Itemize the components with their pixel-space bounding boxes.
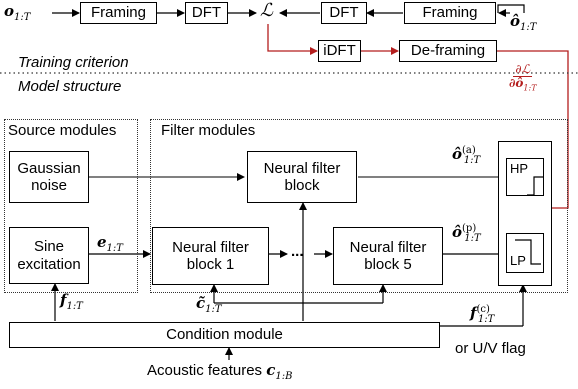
loss-symbol: ℒ xyxy=(260,0,273,21)
neural-filter-block-5: Neural filter block 5 xyxy=(333,227,443,285)
uv-flag-label: or U/V flag xyxy=(455,340,526,357)
block-ellipsis: ... xyxy=(291,243,304,260)
c-tilde-signal-label: c̃1:T xyxy=(196,294,222,315)
filter-modules-group xyxy=(150,119,568,293)
source-modules-title: Source modules xyxy=(8,122,117,139)
source-modules-group xyxy=(4,119,138,293)
condition-module-box: Condition module xyxy=(9,322,440,348)
model-structure-label: Model structure xyxy=(18,78,122,95)
lp-response-icon xyxy=(515,239,541,265)
hp-response-icon xyxy=(527,176,543,196)
e-signal-label: e1:T xyxy=(97,233,123,254)
filter-modules-title: Filter modules xyxy=(161,122,256,139)
oa-signal-label: ô(a)1:T xyxy=(452,145,481,166)
gradient-loss-to-idft xyxy=(267,24,318,55)
sine-excitation-box: Sine excitation xyxy=(9,227,89,284)
framing-right-box: Framing xyxy=(404,2,496,24)
acoustic-features-label: Acoustic features c1:B xyxy=(147,361,293,382)
input-signal-label: o1:T xyxy=(4,2,31,23)
output-signal-label: ô1:T xyxy=(510,12,537,33)
neural-filter-block: Neural filter block xyxy=(247,151,357,203)
op-signal-label: ô(p)1:T xyxy=(452,223,481,244)
hp-filter: HP xyxy=(506,158,544,196)
neural-filter-block-1: Neural filter block 1 xyxy=(152,227,269,285)
fc-signal-label: f(c)1:T xyxy=(470,304,495,325)
dft-left-box: DFT xyxy=(185,2,228,24)
gradient-deframing-to-sum xyxy=(497,50,569,212)
gaussian-noise-box: Gaussian noise xyxy=(9,151,89,203)
f-signal-label: f1:T xyxy=(60,291,83,312)
dft-right-box: DFT xyxy=(321,2,367,24)
deframing-box: De-framing xyxy=(399,40,497,62)
idft-box: iDFT xyxy=(318,40,361,62)
gradient-label: ∂ℒ ∂ô1:T xyxy=(509,62,537,93)
training-criterion-label: Training criterion xyxy=(18,54,129,71)
lp-filter: LP xyxy=(506,233,544,273)
framing-left-box: Framing xyxy=(80,2,157,24)
